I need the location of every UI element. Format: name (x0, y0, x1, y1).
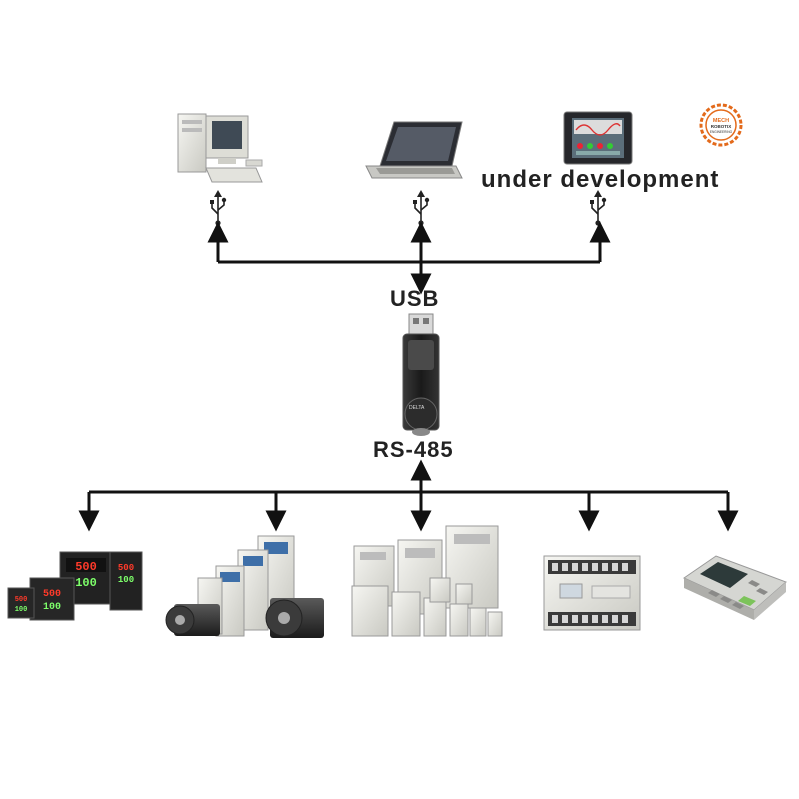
svg-text:100: 100 (15, 606, 28, 614)
desktop-pc-icon (177, 113, 263, 183)
usb-icon (590, 190, 607, 226)
svg-text:100: 100 (43, 602, 61, 613)
svg-text:500: 500 (118, 563, 134, 573)
svg-text:500: 500 (15, 596, 28, 604)
usb-icon (210, 190, 227, 226)
svg-text:ENGINEERING: ENGINEERING (710, 130, 733, 134)
svg-text:ROBOTIX: ROBOTIX (711, 124, 732, 129)
usb-icon (413, 190, 430, 226)
svg-text:100: 100 (75, 576, 97, 590)
rs485-label: RS-485 (373, 437, 454, 462)
under-development-label: under development (481, 166, 720, 193)
converter-brand: DELTA (409, 405, 425, 411)
hmi-panel-icon (563, 111, 633, 165)
servo-drives-icon (165, 535, 324, 638)
svg-text:500: 500 (75, 560, 97, 574)
plc-icon (543, 555, 641, 631)
usb-rs485-converter-icon: DELTA (402, 313, 440, 436)
usb-label: USB (390, 286, 440, 311)
laptop-icon (365, 121, 463, 179)
rs485-bus-lines (78, 459, 739, 532)
text-panel-icon (682, 555, 787, 620)
svg-text:MECH: MECH (713, 118, 729, 124)
usb-bus-lines (207, 221, 611, 295)
svg-text:100: 100 (118, 575, 134, 585)
svg-text:500: 500 (43, 589, 61, 600)
temperature-controllers-icon: 500 100 500 100 500 100 500 100 (7, 551, 143, 621)
ac-drives-icon (351, 525, 503, 637)
mech-robotix-logo: MECH ROBOTIX ENGINEERING (699, 103, 743, 147)
